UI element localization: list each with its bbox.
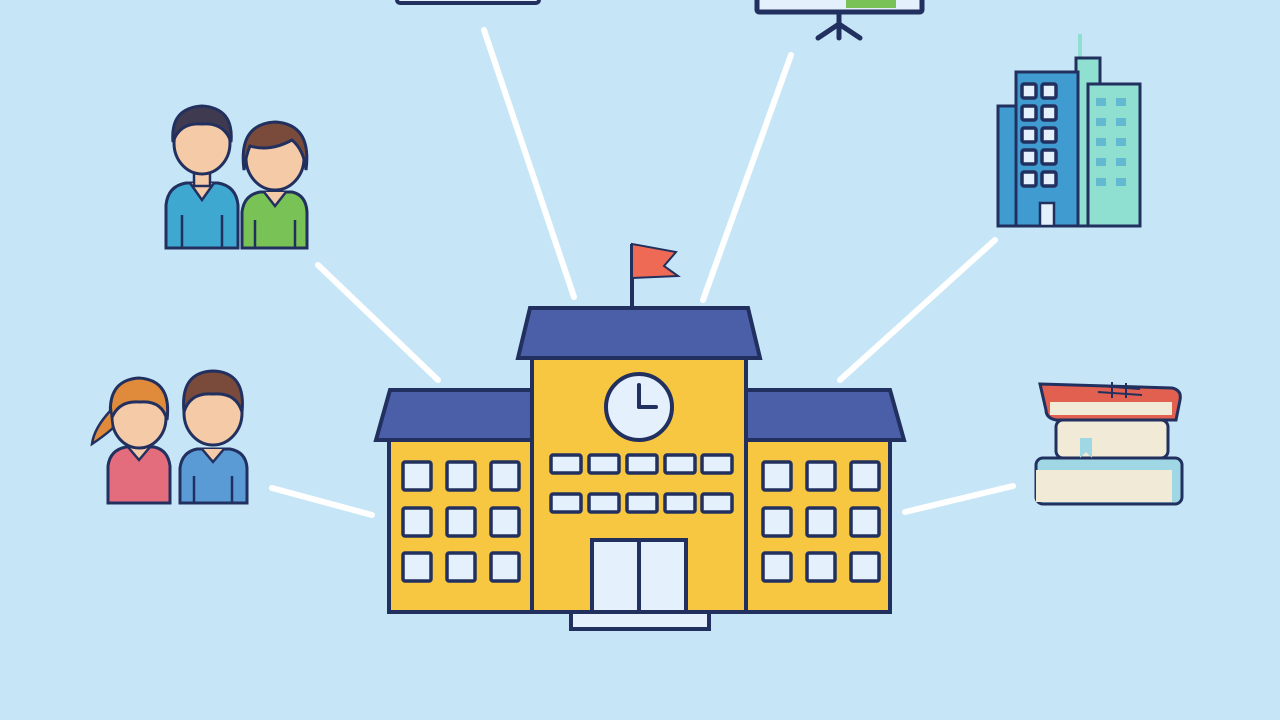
office-tower-window: [1116, 138, 1126, 146]
office-tower-windows: [1096, 98, 1126, 186]
student-boy: [178, 369, 249, 505]
school-window: [625, 453, 659, 475]
parent-man: [164, 104, 240, 250]
office-tower-window: [1116, 158, 1126, 166]
school-window: [587, 453, 621, 475]
connector-parents: [315, 262, 441, 383]
school-building-icon: [373, 242, 907, 631]
office-window: [1020, 104, 1038, 122]
office-window: [1040, 104, 1058, 122]
students-icon: [90, 369, 249, 505]
office-tower-window: [1096, 98, 1106, 106]
school-window: [849, 506, 881, 538]
connector-students: [269, 485, 375, 518]
school-window: [663, 453, 697, 475]
office-tower-window: [1096, 138, 1106, 146]
school-window: [849, 460, 881, 492]
office-window: [1040, 148, 1058, 166]
laptop-icon: [395, 0, 541, 5]
office-window: [1020, 148, 1038, 166]
school-window: [445, 460, 477, 492]
connector-laptop: [481, 27, 577, 300]
connector-offices: [837, 237, 998, 383]
connector-presentation: [700, 52, 794, 303]
office-tower-window: [1096, 118, 1106, 126]
school-window: [663, 492, 697, 514]
school-window: [805, 506, 837, 538]
school-window: [445, 551, 477, 583]
school-window: [587, 492, 621, 514]
books-stack-icon: [1034, 382, 1184, 506]
connector-books: [902, 483, 1016, 515]
office-windows: [1020, 82, 1058, 188]
school-window: [849, 551, 881, 583]
office-window: [1020, 82, 1038, 100]
school-window: [761, 460, 793, 492]
school-window: [401, 506, 433, 538]
school-window: [489, 506, 521, 538]
school-window: [445, 506, 477, 538]
office-buildings-icon: [996, 34, 1142, 228]
office-tower-window: [1116, 118, 1126, 126]
school-window: [700, 492, 734, 514]
school-window: [805, 460, 837, 492]
school-window: [761, 506, 793, 538]
school-window: [401, 460, 433, 492]
office-tower-window: [1096, 178, 1106, 186]
office-window: [1020, 126, 1038, 144]
school-window: [549, 453, 583, 475]
school-windows: [401, 453, 881, 583]
student-girl: [90, 376, 172, 505]
school-window: [489, 551, 521, 583]
office-window: [1040, 126, 1058, 144]
school-window: [805, 551, 837, 583]
school-window: [625, 492, 659, 514]
school-window: [761, 551, 793, 583]
school-window: [401, 551, 433, 583]
school-window: [700, 453, 734, 475]
school-window: [549, 492, 583, 514]
parents-icon: [164, 104, 309, 250]
office-tower-window: [1116, 98, 1126, 106]
office-window: [1040, 170, 1058, 188]
office-tower-window: [1096, 158, 1106, 166]
connector-lines: [269, 27, 1016, 518]
office-window: [1020, 170, 1038, 188]
presentation-board-icon: [754, 0, 925, 41]
school-window: [489, 460, 521, 492]
office-window: [1040, 82, 1058, 100]
parent-woman: [240, 120, 309, 250]
office-tower-window: [1116, 178, 1126, 186]
